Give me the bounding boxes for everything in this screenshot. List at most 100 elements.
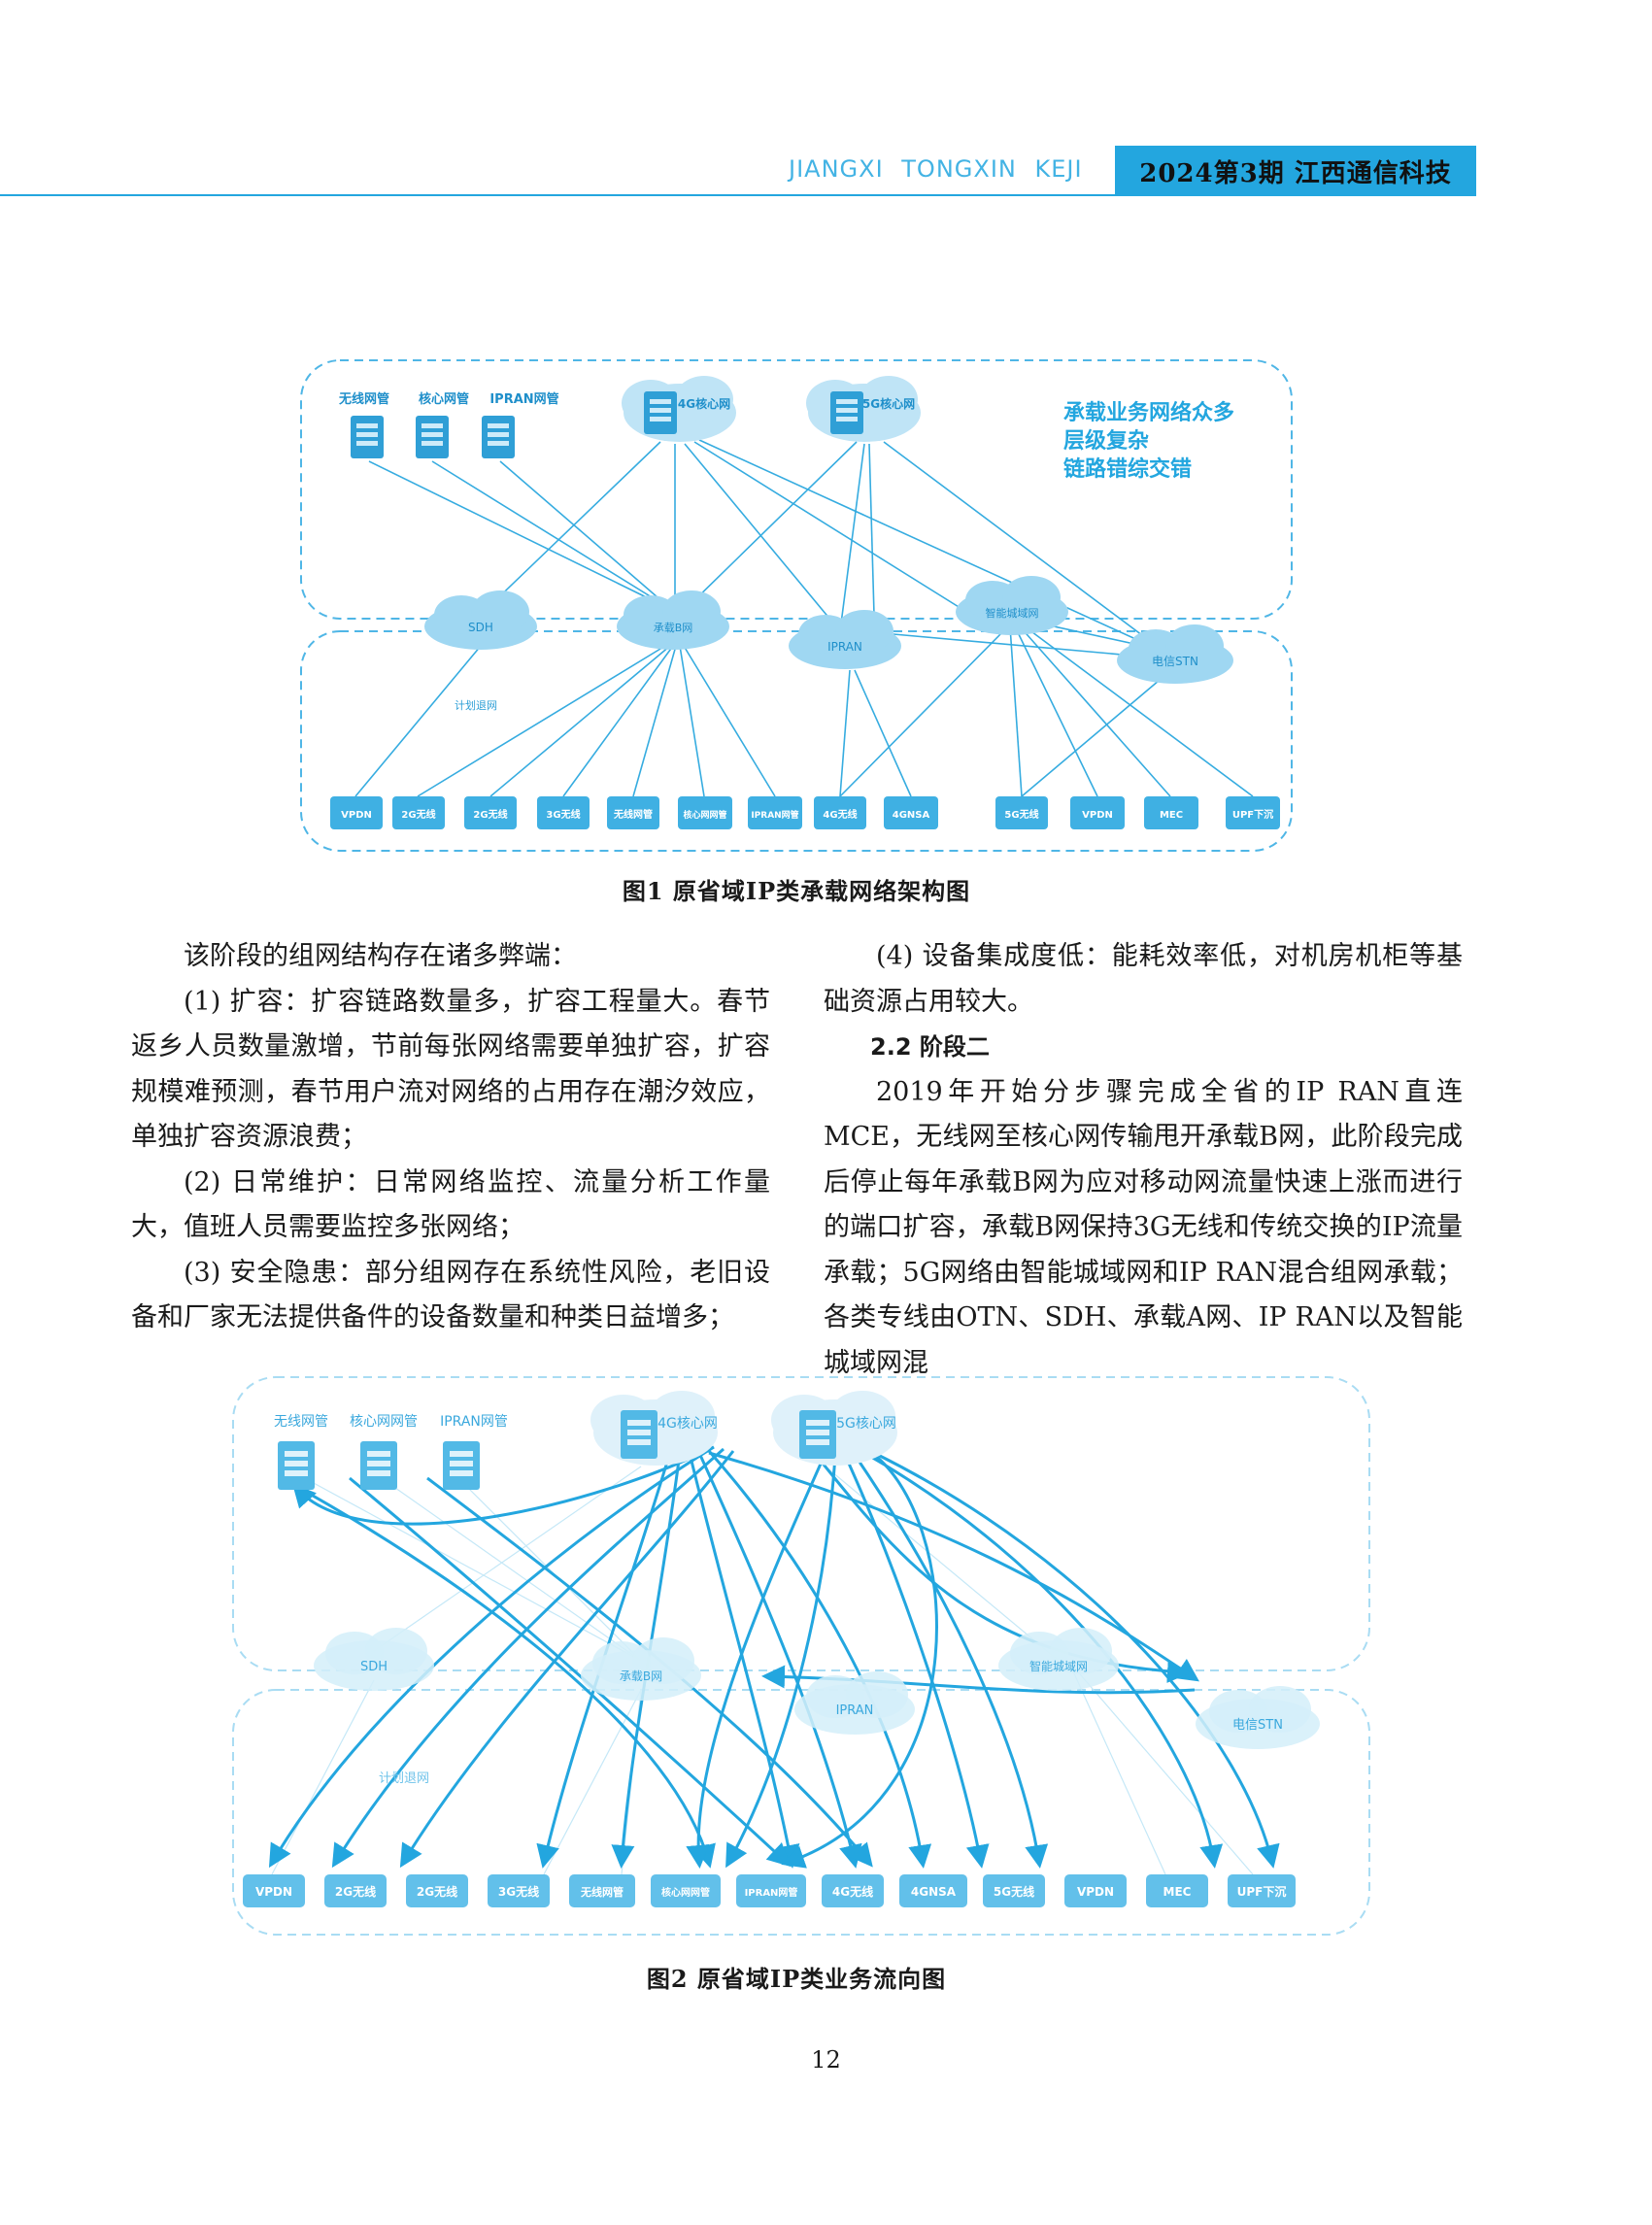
cloud-ipran: IPRAN: [794, 1671, 915, 1735]
cloud-label: IPRAN: [827, 640, 862, 654]
server-label: 无线网管: [338, 391, 389, 407]
paragraph: (4) 设备集成度低：能耗效率低，对机房机柜等基础资源占用较大。: [824, 941, 1463, 1017]
paragraph: (1) 扩容：扩容链路数量多，扩容工程量大。春节返乡人员数量激增，节前每张网络需…: [131, 986, 770, 1153]
link-label: 计划退网: [379, 1771, 429, 1786]
access-layer-frame: [300, 630, 1293, 852]
link-label: 计划退网: [455, 699, 497, 712]
issue-badge: 2024第3期 江西通信科技: [1115, 146, 1476, 196]
cloud-sdh: SDH: [314, 1628, 434, 1691]
note-line: 层级复杂: [1063, 428, 1149, 454]
cloud-sdh: SDH: [424, 590, 537, 650]
cloud-stn: 电信STN: [1117, 624, 1233, 684]
cloud-bnet: 承载B网: [617, 590, 729, 650]
page-number: 12: [811, 2046, 841, 2073]
server-label: IPRAN网管: [440, 1414, 508, 1430]
paragraph: (3) 安全隐患：部分组网存在系统性风险，老旧设备和厂家无法提供备件的设备数量和…: [131, 1257, 770, 1333]
cloud-label: 电信STN: [1232, 1718, 1283, 1733]
node-label: VPDN: [1077, 1885, 1114, 1899]
section-heading: 2.2 阶段二: [870, 1033, 990, 1061]
cloud-icon: [617, 590, 729, 650]
node-label: VPDN: [341, 810, 372, 821]
figure-1: 无线网管 核心网管 IPRAN网管 4G核心网 5G核心网 承载业务网络众多 层…: [291, 354, 1301, 860]
core-layer-frame: [232, 1376, 1370, 1671]
node-label: VPDN: [1082, 810, 1113, 821]
figure-1-caption: 图1 原省域IP类承载网络架构图: [622, 877, 971, 905]
cloud-label: SDH: [360, 1660, 388, 1674]
node-label: 3G无线: [546, 808, 580, 821]
core-5g: 5G核心网: [806, 376, 921, 442]
cloud-label: 承载B网: [654, 622, 693, 634]
node-label: IPRAN网管: [751, 809, 798, 821]
node-label: 2G无线: [401, 808, 435, 821]
cloud-icon: [1196, 1686, 1320, 1749]
node-label: 2G无线: [417, 1884, 457, 1899]
core-label: 4G核心网: [657, 1416, 718, 1432]
top-server-list: 无线网管 核心网管 IPRAN网管: [338, 391, 559, 458]
note-line: 链路错综交错: [1063, 456, 1192, 482]
server-icon: [621, 1410, 657, 1459]
paragraph: 2019年开始分步骤完成全省的IP RAN直连MCE，无线网至核心网传输甩开承载…: [824, 1076, 1463, 1378]
left-column: 该阶段的组网结构存在诸多弊端： (1) 扩容：扩容链路数量多，扩容工程量大。春节…: [131, 934, 770, 1341]
note-text: 承载业务网络众多 层级复杂 链路错综交错: [1063, 400, 1234, 482]
journal-name-english: JIANGXI TONGXIN KEJI: [789, 155, 1083, 183]
server-icon: [799, 1410, 836, 1459]
cloud-icon: [956, 576, 1068, 635]
server-icon: [482, 416, 515, 458]
note-line: 承载业务网络众多: [1063, 400, 1234, 425]
server-icon: [360, 1441, 397, 1490]
node-label: MEC: [1160, 810, 1183, 821]
cloud-label: SDH: [468, 621, 493, 634]
core-label: 4G核心网: [678, 396, 730, 411]
node-label: 4GNSA: [893, 810, 930, 821]
cloud-label: 电信STN: [1152, 655, 1198, 668]
node-label: 核心网网管: [661, 1886, 710, 1899]
node-label: 无线网管: [613, 808, 653, 821]
cloud-label: IPRAN: [836, 1703, 874, 1718]
cloud-icon: [998, 1628, 1119, 1691]
server-icon: [351, 416, 384, 458]
right-column: (4) 设备集成度低：能耗效率低，对机房机柜等基础资源占用较大。 2.2 阶段二…: [824, 934, 1463, 1386]
paragraph: (2) 日常维护：日常网络监控、流量分析工作量大，值班人员需要监控多张网络；: [131, 1166, 770, 1243]
core-label: 5G核心网: [862, 396, 915, 411]
cloud-ipran: IPRAN: [789, 610, 901, 669]
cloud-bnet: 承载B网: [581, 1637, 701, 1701]
server-label: 无线网管: [274, 1414, 328, 1430]
header-rule: [0, 194, 1476, 196]
node-label: 2G无线: [335, 1884, 376, 1899]
node-label: 5G无线: [1004, 808, 1038, 821]
cloud-icon: [1117, 624, 1233, 684]
server-label: 核心网管: [419, 391, 469, 407]
bottom-node-list: VPDN 2G无线 2G无线 3G无线 无线网管 核心网网管 IPRAN网管 4…: [330, 796, 1280, 829]
core-5g: 5G核心网: [771, 1391, 897, 1466]
node-label: 无线网管: [580, 1885, 624, 1899]
bottom-node-list: VPDN 2G无线 2G无线 3G无线 无线网管 核心网网管 IPRAN网管 4…: [243, 1874, 1296, 1907]
server-icon: [644, 391, 677, 434]
node-label: 5G无线: [994, 1884, 1034, 1899]
cloud-icon: [314, 1628, 434, 1691]
node-label: MEC: [1163, 1885, 1192, 1899]
node-label: UPF下沉: [1237, 1884, 1287, 1899]
core-4g: 4G核心网: [622, 376, 736, 442]
cloud-metro: 智能城域网: [998, 1628, 1119, 1691]
node-label: VPDN: [255, 1885, 292, 1899]
cloud-icon: [581, 1637, 701, 1701]
server-icon: [416, 416, 449, 458]
server-label: IPRAN网管: [489, 391, 558, 407]
cloud-icon: [794, 1671, 915, 1735]
node-label: 4G无线: [832, 1884, 873, 1899]
cloud-label: 智能城域网: [986, 606, 1039, 620]
node-label: IPRAN网管: [745, 1886, 798, 1899]
server-icon: [443, 1441, 480, 1490]
node-label: 4GNSA: [911, 1885, 957, 1899]
paragraph: 该阶段的组网结构存在诸多弊端：: [184, 941, 577, 971]
cloud-icon: [789, 610, 901, 669]
cloud-stn: 电信STN: [1196, 1686, 1320, 1749]
cloud-icon: [424, 590, 537, 650]
core-4g: 4G核心网: [590, 1391, 718, 1466]
cloud-metro: 智能城域网: [956, 576, 1068, 635]
node-label: 4G无线: [823, 808, 857, 821]
cloud-label: 智能城域网: [1029, 1659, 1088, 1673]
core-layer-frame: [300, 359, 1293, 620]
server-label: 核心网网管: [350, 1414, 418, 1430]
server-icon: [278, 1441, 315, 1490]
